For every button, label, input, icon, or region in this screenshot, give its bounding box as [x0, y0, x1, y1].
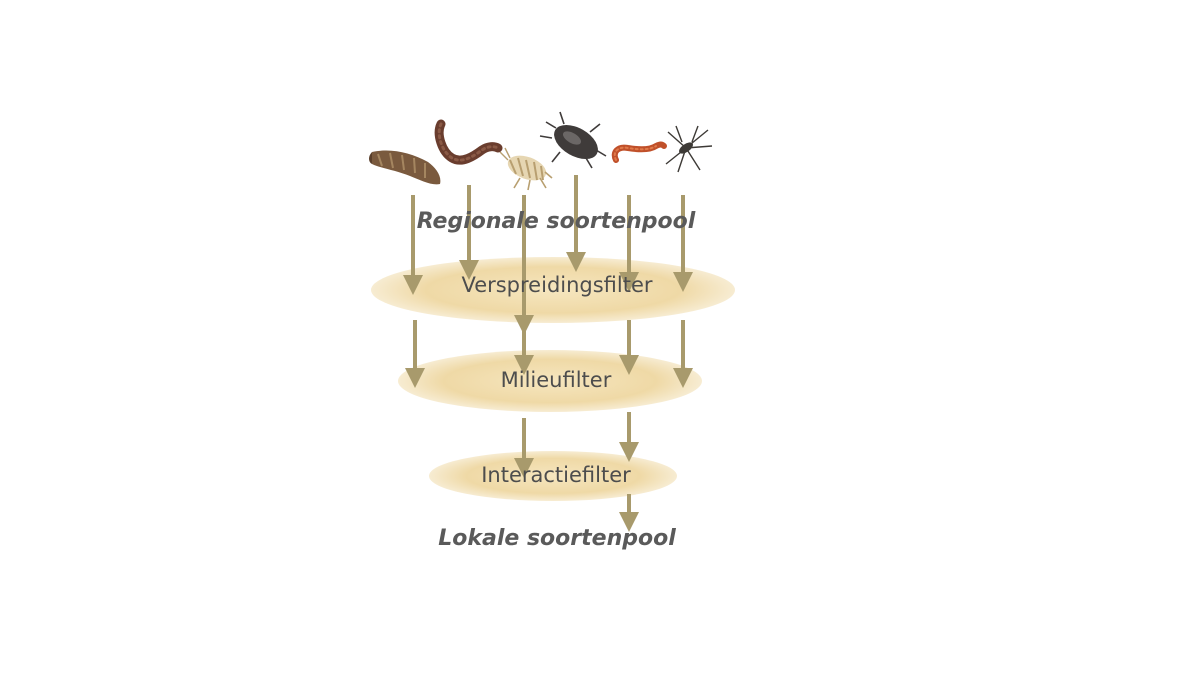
- isopod-icon: [499, 147, 553, 191]
- local-pool-label: Lokale soortenpool: [438, 526, 676, 551]
- water-beetle-icon: [539, 111, 607, 169]
- water-strider-icon: [665, 125, 713, 173]
- filter-label-spread: Verspreidingsfilter: [461, 273, 652, 297]
- filter-ellipse-interaction: [429, 451, 677, 501]
- red-worm-icon: [611, 141, 667, 163]
- regional-pool-label: Regionale soortenpool: [417, 209, 696, 234]
- worm-icon: [434, 119, 503, 165]
- caddisfly-larva-case-icon: [369, 150, 441, 185]
- flow-arrows: [403, 175, 693, 532]
- filter-label-interaction: Interactiefilter: [481, 463, 631, 487]
- filter-label-environment: Milieufilter: [501, 368, 612, 392]
